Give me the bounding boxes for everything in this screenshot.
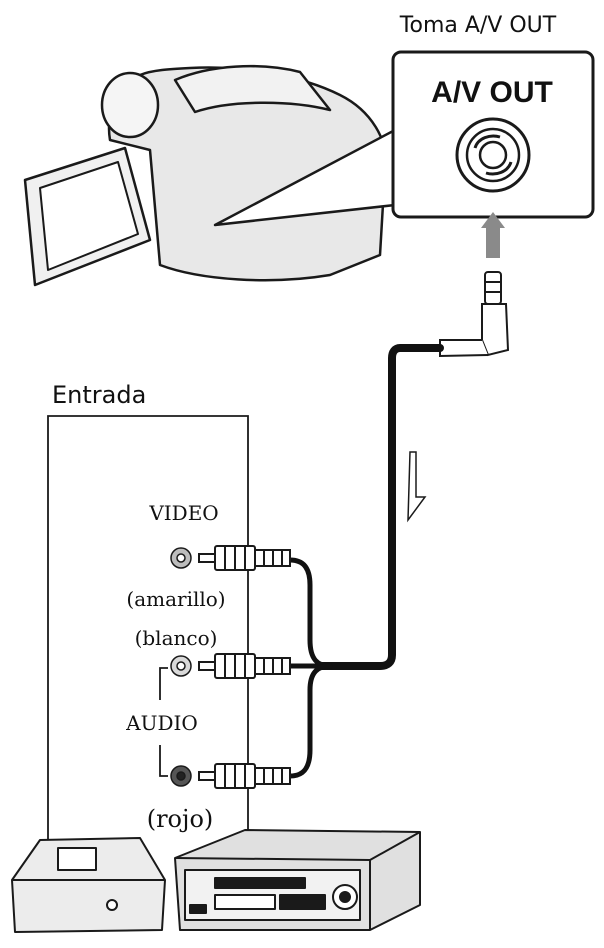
- audio-label: AUDIO: [125, 711, 198, 735]
- audio-bracket: [159, 667, 168, 777]
- video-jack-icon: [170, 547, 192, 569]
- mini-plug-icon: [439, 271, 510, 358]
- jack-name: A/V OUT: [431, 76, 553, 109]
- rca-plug-red-icon: [198, 763, 291, 789]
- rca-plug-video-icon: [198, 545, 291, 571]
- video-label: VIDEO: [148, 501, 218, 525]
- av-cable: [287, 344, 444, 779]
- white-label: (blanco): [135, 626, 218, 650]
- camcorder-icon: [23, 64, 388, 287]
- av-out-callout: Toma A/V OUT A/V OUT: [391, 13, 595, 219]
- jack-title: Toma A/V OUT: [399, 13, 557, 38]
- vcr-icon: [174, 829, 421, 931]
- signal-flow-arrow-icon: [407, 451, 427, 523]
- input-title: Entrada: [52, 381, 146, 409]
- yellow-label: (amarillo): [126, 587, 225, 611]
- av-out-jack-icon: [455, 117, 531, 193]
- rca-plug-white-icon: [198, 653, 291, 679]
- audio-white-jack-icon: [170, 655, 192, 677]
- audio-red-jack-icon: [170, 765, 192, 787]
- input-device: Entrada: [47, 381, 249, 858]
- red-label: (rojo): [147, 805, 214, 833]
- dvd-writer-icon: [11, 837, 166, 933]
- insert-arrow-icon: [481, 212, 505, 258]
